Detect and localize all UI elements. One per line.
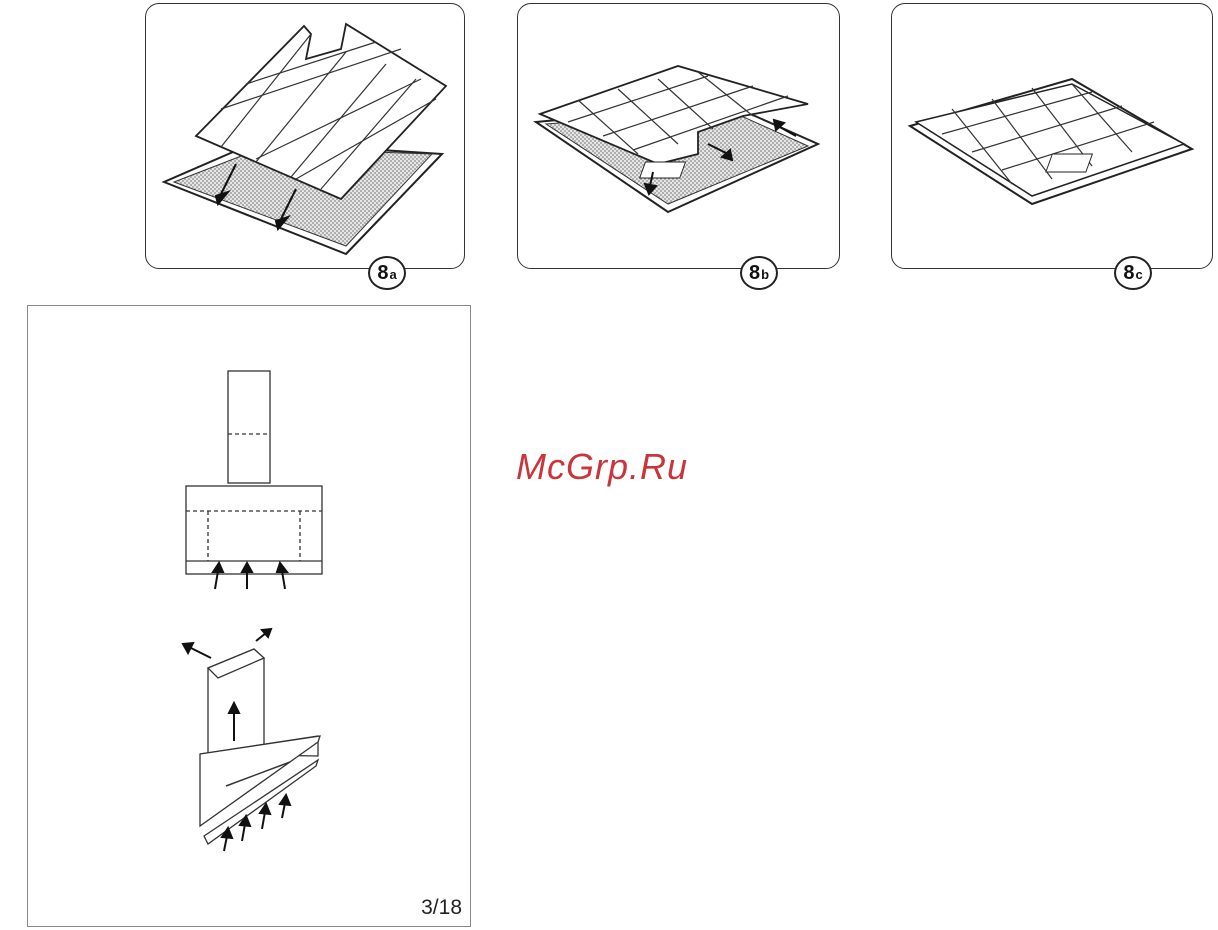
filter-insert-illustration	[518, 4, 841, 270]
figure-letter: b	[761, 267, 769, 282]
figure-number: 8	[1123, 262, 1134, 285]
filter-installed-illustration	[892, 4, 1214, 270]
watermark-text: McGrp.Ru	[516, 446, 688, 488]
figure-number: 8	[749, 262, 760, 285]
figure-letter: a	[389, 267, 396, 282]
figure-number: 8	[377, 262, 388, 285]
filter-removal-illustration	[146, 4, 466, 270]
page-number: 3/18	[421, 896, 462, 920]
hood-airflow-illustration	[28, 306, 472, 928]
airflow-diagram-box: 3/18	[27, 305, 471, 927]
figure-letter: c	[1135, 267, 1142, 282]
